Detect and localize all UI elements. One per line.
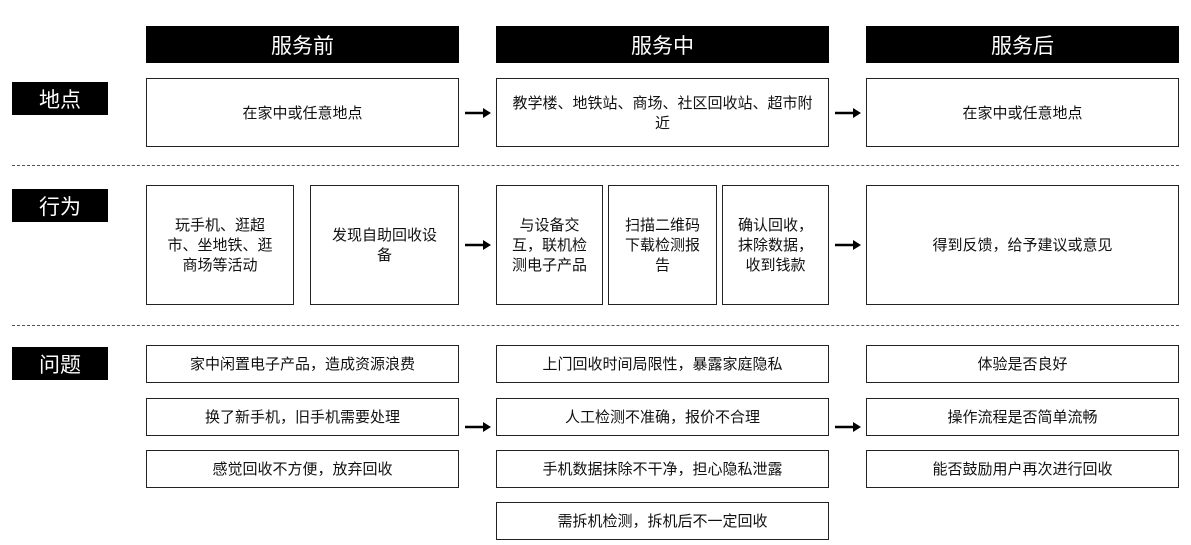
problem-during-box-2: 人工检测不准确，报价不合理 <box>496 398 829 436</box>
problem-after-box-3: 能否鼓励用户再次进行回收 <box>866 450 1179 488</box>
problem-after-box-1: 体验是否良好 <box>866 345 1179 383</box>
right-arrow-icon <box>465 240 491 250</box>
right-arrow-icon <box>835 240 861 250</box>
row-label-behavior: 行为 <box>12 189 108 222</box>
row-label-place: 地点 <box>12 82 108 115</box>
behavior-after-box: 得到反馈，给予建议或意见 <box>866 185 1179 305</box>
problem-before-box-1: 家中闲置电子产品，造成资源浪费 <box>146 345 459 383</box>
problem-before-box-2: 换了新手机，旧手机需要处理 <box>146 398 459 436</box>
right-arrow-icon <box>835 422 861 432</box>
section-divider <box>12 165 1179 166</box>
place-before-box: 在家中或任意地点 <box>146 78 459 147</box>
right-arrow-icon <box>465 108 491 118</box>
place-during-box: 教学楼、地铁站、商场、社区回收站、超市附近 <box>496 78 829 147</box>
problem-during-box-4: 需拆机检测，拆机后不一定回收 <box>496 502 829 540</box>
header-during: 服务中 <box>496 26 829 63</box>
problem-during-box-1: 上门回收时间局限性，暴露家庭隐私 <box>496 345 829 383</box>
problem-after-box-2: 操作流程是否简单流畅 <box>866 398 1179 436</box>
behavior-before-box-1: 玩手机、逛超市、坐地铁、逛商场等活动 <box>146 185 294 305</box>
section-divider <box>12 325 1179 326</box>
problem-during-box-3: 手机数据抹除不干净，担心隐私泄露 <box>496 450 829 488</box>
row-label-problem: 问题 <box>12 347 108 380</box>
behavior-during-box-2: 扫描二维码下载检测报告 <box>608 185 717 305</box>
behavior-during-box-1: 与设备交互，联机检测电子产品 <box>496 185 603 305</box>
right-arrow-icon <box>835 108 861 118</box>
header-after: 服务后 <box>866 26 1179 63</box>
behavior-before-box-2: 发现自助回收设备 <box>310 185 459 305</box>
place-after-box: 在家中或任意地点 <box>866 78 1179 147</box>
problem-before-box-3: 感觉回收不方便，放弃回收 <box>146 450 459 488</box>
header-before: 服务前 <box>146 26 459 63</box>
behavior-during-box-3: 确认回收，抹除数据，收到钱款 <box>722 185 829 305</box>
right-arrow-icon <box>465 422 491 432</box>
